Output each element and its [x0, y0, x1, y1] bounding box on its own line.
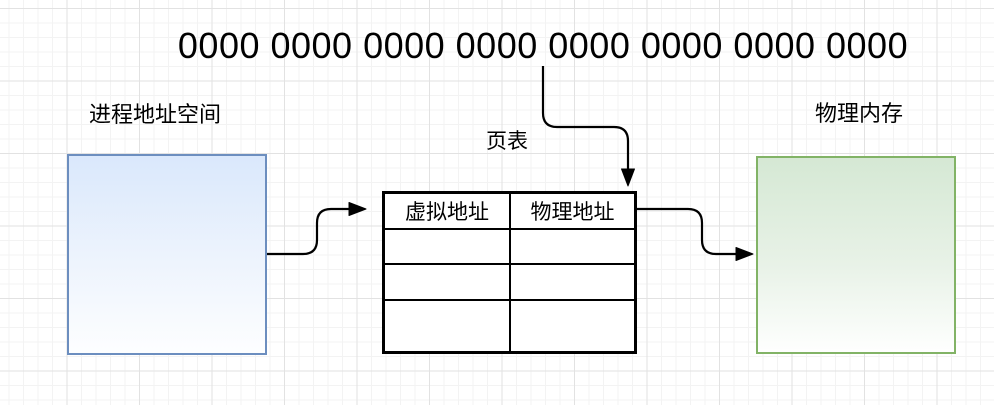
- page-table-cell: [511, 230, 634, 263]
- arrowhead-right-icon: [348, 202, 367, 216]
- page-table-cell: [511, 301, 634, 351]
- page-table-cell: [511, 265, 634, 299]
- process-address-space-label: 进程地址空间: [88, 102, 222, 127]
- page-table-cell: [385, 301, 509, 351]
- page-table-cell: [385, 265, 509, 299]
- page-table-label: 页表: [486, 130, 528, 153]
- arrow-page-table-to-memory-box: [637, 207, 754, 261]
- binary-address-label: 0000 0000 0000 0000 0000 0000 0000 0000: [177, 25, 909, 66]
- arrowhead-right-icon: [735, 247, 754, 261]
- page-table-cell: [385, 230, 509, 263]
- page-table-header-virtual-address: 虚拟地址: [385, 194, 509, 228]
- process-address-space-box: [67, 154, 267, 355]
- page-table-header-physical-address: 物理地址: [511, 194, 634, 228]
- physical-memory-box: [756, 156, 956, 354]
- physical-memory-label: 物理内存: [814, 101, 904, 126]
- arrowhead-down-icon: [621, 168, 635, 187]
- page-table: 虚拟地址 物理地址: [382, 191, 637, 354]
- arrow-process-box-to-page-table: [267, 202, 367, 256]
- arrow-binary-to-page-table: [541, 66, 635, 187]
